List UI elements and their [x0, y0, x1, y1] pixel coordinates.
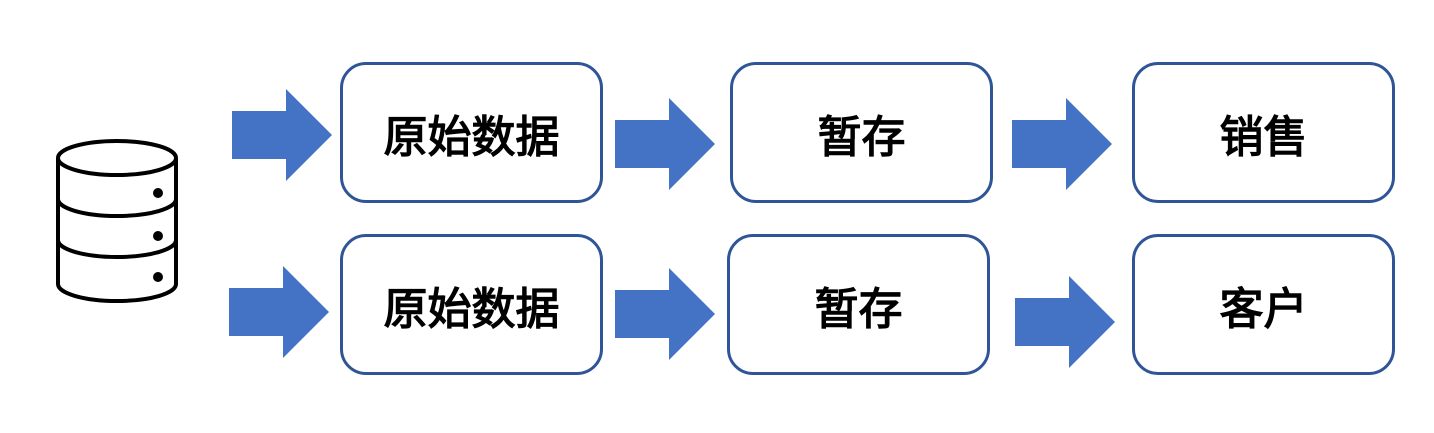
- flow-arrow-icon: [615, 98, 715, 190]
- row1-step1-label: 原始数据: [383, 111, 560, 163]
- row1-step2-label: 暂存: [817, 111, 906, 163]
- row2-step2-label: 暂存: [814, 283, 903, 335]
- row2-step3-label: 客户: [1219, 283, 1308, 335]
- row2-step2-box: 暂存: [727, 234, 990, 375]
- flow-arrow-icon: [229, 266, 329, 358]
- row1-step1-box: 原始数据: [340, 62, 603, 203]
- flow-arrow-icon: [1015, 276, 1115, 368]
- row2-step1-label: 原始数据: [383, 283, 560, 335]
- database-icon: [56, 139, 178, 303]
- row2-step3-box: 客户: [1132, 234, 1395, 375]
- flow-arrow-icon: [615, 268, 715, 360]
- row1-step3-box: 销售: [1132, 62, 1395, 203]
- row2-step1-box: 原始数据: [340, 234, 603, 375]
- flow-arrow-icon: [232, 89, 332, 181]
- row1-step2-box: 暂存: [730, 62, 993, 203]
- row1-step3-label: 销售: [1219, 111, 1308, 163]
- flow-arrow-icon: [1012, 98, 1112, 190]
